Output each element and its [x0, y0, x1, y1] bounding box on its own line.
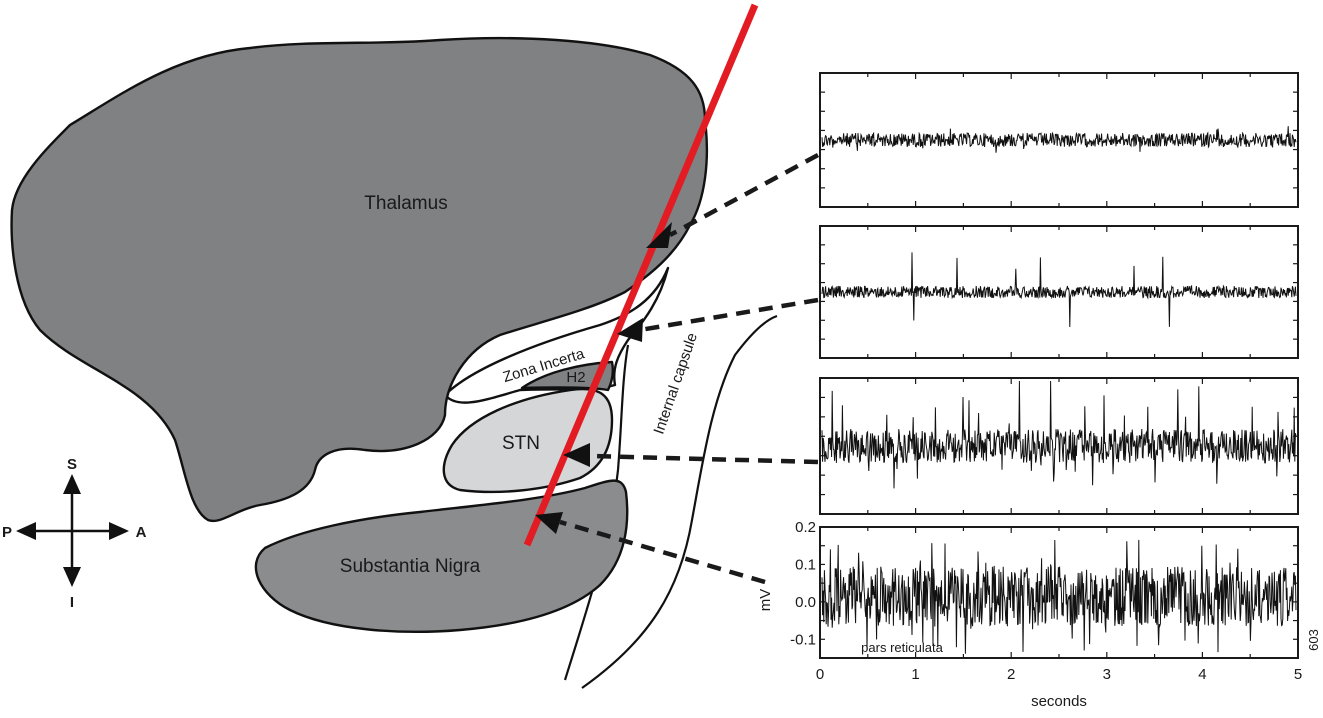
recording-panel	[819, 526, 1299, 659]
stn-label: STN	[502, 433, 540, 454]
stn-region	[442, 387, 614, 494]
compass-label-posterior: P	[2, 524, 12, 541]
recording-panel	[819, 377, 1299, 515]
compass-arrow-down	[63, 567, 81, 587]
h2-label: H2	[566, 369, 585, 386]
recording-site-arrows	[535, 153, 820, 585]
recording-panel	[819, 72, 1299, 208]
y-tick-label: -0.1	[790, 631, 816, 648]
x-axis-title: seconds	[1031, 693, 1087, 710]
internal-capsule-label: Internal capsule	[650, 331, 701, 437]
h2-region	[520, 360, 614, 392]
connector-substantia-nigra	[559, 519, 766, 585]
y-tick-label: 0.1	[795, 556, 816, 573]
x-tick-label: 1	[911, 666, 919, 683]
substantia-nigra-label: Substantia Nigra	[340, 556, 481, 577]
compass-arrow-up	[63, 474, 81, 494]
y-tick-label: 0.2	[795, 519, 816, 536]
recording-panel	[819, 225, 1299, 359]
recording-trace	[821, 380, 1297, 489]
connector-stn	[589, 453, 819, 465]
x-tick-label: 0	[816, 666, 824, 683]
side-code: 603	[1306, 629, 1321, 651]
panel-annotation: pars reticulata	[861, 640, 943, 655]
axes-text: 0 1 2 3 4 5 -0.1 0.0 0.1 0.2 seconds mV	[757, 519, 1302, 710]
recording-trace	[821, 539, 1297, 654]
internal-capsule-boundary-left	[563, 344, 630, 681]
arrowhead-thalamus	[646, 222, 672, 248]
x-tick-label: 4	[1198, 666, 1206, 683]
compass-label-superior: S	[67, 456, 77, 473]
compass-arrow-right	[109, 522, 129, 540]
compass-label-inferior: I	[70, 594, 74, 611]
compass-label-anterior: A	[136, 524, 147, 541]
internal-capsule-boundary-right	[581, 314, 778, 689]
y-axis-title: mV	[757, 589, 774, 612]
arrowhead-stn	[563, 443, 590, 467]
compass-arrow-left	[16, 522, 36, 540]
substantia-nigra-region	[254, 479, 629, 633]
connector-thalamus	[668, 153, 820, 237]
thalamus-label: Thalamus	[364, 193, 447, 214]
arrowhead-zona-incerta	[617, 318, 643, 342]
recording-trace	[821, 126, 1297, 153]
x-tick-label: 2	[1007, 666, 1015, 683]
connector-zona-incerta	[639, 297, 819, 333]
orientation-compass: S I P A	[2, 456, 147, 611]
y-tick-label: 0.0	[795, 594, 816, 611]
x-tick-label: 3	[1103, 666, 1111, 683]
arrowhead-substantia-nigra	[535, 512, 563, 534]
recording-trace	[821, 252, 1297, 328]
thalamus-region	[10, 36, 709, 523]
x-tick-label: 5	[1294, 666, 1302, 683]
recording-panels	[819, 72, 1299, 659]
